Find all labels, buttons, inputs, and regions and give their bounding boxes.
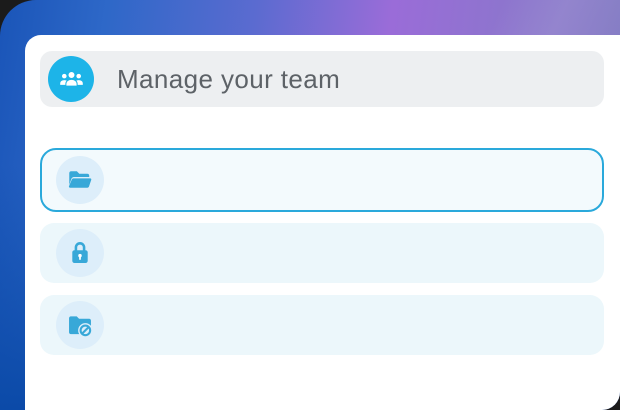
team-icon xyxy=(48,56,94,102)
page-title: Manage your team xyxy=(117,63,341,94)
lock-icon xyxy=(56,229,104,277)
list-item-blocked-folder[interactable] xyxy=(40,295,604,355)
folder-open-icon xyxy=(56,156,104,204)
header-bar: Manage your team xyxy=(40,51,604,107)
team-options-list xyxy=(40,148,604,355)
folder-blocked-icon xyxy=(56,301,104,349)
list-item-open-folder[interactable] xyxy=(40,148,604,212)
main-card: Manage your team xyxy=(25,35,620,410)
list-item-locked[interactable] xyxy=(40,223,604,283)
